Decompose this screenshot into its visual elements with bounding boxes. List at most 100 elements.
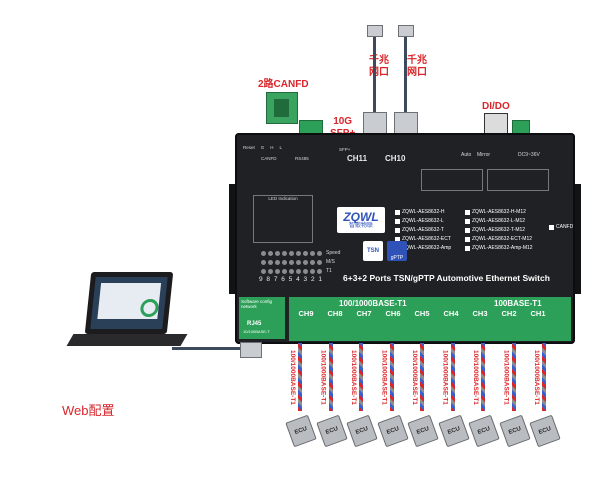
- led-numbers: 9 8 7 6 5 4 3 2 1: [259, 276, 323, 283]
- model-item: ZQWL-AES8632-T-M12: [465, 227, 545, 233]
- dc-label: DC9~36V: [518, 152, 540, 158]
- cable-label: 100/1000BASE-T1: [502, 350, 510, 405]
- brand-text: ZQWL: [343, 209, 379, 224]
- gig-plug-1-top: [367, 25, 383, 37]
- cable-label: 100/1000BASE-T1: [319, 350, 327, 405]
- gig1-line1: 千兆: [369, 55, 389, 66]
- model-item: ZQWL-AES8632-L: [395, 218, 465, 224]
- model-list: ZQWL-AES8632-H ZQWL-AES8632-H-M12 ZQWL-A…: [395, 209, 545, 251]
- led-grid: [261, 251, 324, 274]
- cable-label: 100/1000BASE-T1: [411, 350, 418, 405]
- canfd-option: CANFD: [549, 224, 573, 230]
- model-item: ZQWL-AES8632-ECT: [395, 236, 465, 242]
- ch10-label: CH10: [385, 154, 406, 163]
- gig-callout-2: 千兆 网口: [407, 55, 427, 79]
- brand-logo: ZQWL 智嵌物联: [337, 207, 385, 233]
- canfd-terminal-block: [266, 92, 298, 124]
- model-item: ZQWL-AES8632-H: [395, 209, 465, 215]
- gig-cable-1: [373, 32, 376, 112]
- web-rj45-plug: [240, 342, 262, 358]
- led-table-title: LED Indication: [268, 196, 298, 201]
- ecu-cable: [389, 343, 394, 411]
- ecu-box: ECU: [468, 414, 500, 448]
- canfd-label: CANFD: [261, 156, 277, 161]
- web-config-callout: Web配置: [62, 403, 115, 418]
- cable-label: 100/1000BASE-T1: [289, 350, 296, 405]
- model-item: ZQWL-AES8632-H-M12: [465, 209, 545, 215]
- ecu-box: ECU: [315, 414, 348, 448]
- sfp-label: SFP+: [339, 147, 351, 152]
- left-flange: [229, 184, 237, 294]
- cable-label: 100/1000BASE-T1: [472, 350, 479, 405]
- ecu-cable: [328, 343, 333, 411]
- gptp-badge: gPTP: [387, 241, 407, 261]
- rj45-sub: 10/100BASE-T: [243, 329, 270, 334]
- cable-label: 100/1000BASE-T1: [350, 350, 357, 405]
- ecu-box: ECU: [285, 414, 317, 448]
- ecu-box: ECU: [346, 414, 378, 448]
- ecu-box: ECU: [529, 414, 561, 448]
- rj45-label: RJ45: [247, 321, 262, 327]
- ecu-box: ECU: [498, 414, 531, 448]
- speed-label: Speed: [326, 250, 341, 256]
- gig-plug-1: [363, 112, 387, 134]
- ecu-cable: [298, 343, 302, 411]
- tsn-badge: TSN: [363, 241, 383, 261]
- t1-label: T1: [326, 268, 332, 274]
- laptop-display: [90, 277, 168, 329]
- port-label-ch3: CH3: [472, 309, 488, 318]
- ecu-cable: [420, 343, 424, 411]
- brand-cn-text: 智嵌物联: [348, 222, 373, 229]
- ms-label: M/S: [326, 259, 335, 265]
- port-label-ch5: CH5: [414, 309, 430, 318]
- sfp-callout-line1: 10G: [333, 116, 353, 127]
- ecu-cable: [481, 343, 485, 411]
- gig2-line2: 网口: [407, 67, 427, 78]
- ch11-label: CH11: [347, 154, 368, 163]
- gig2-line1: 千兆: [407, 55, 427, 66]
- port-label-ch4: CH4: [443, 309, 459, 318]
- right-flange: [573, 184, 581, 294]
- ecu-cable: [359, 343, 363, 411]
- model-item: ZQWL-AES8632-T: [395, 227, 465, 233]
- laptop-base: [66, 334, 188, 346]
- cable-label: 100/1000BASE-T1: [441, 350, 449, 405]
- port-label-ch6: CH6: [385, 309, 401, 318]
- ecu-cable: [542, 343, 546, 411]
- ecu-box: ECU: [376, 414, 409, 448]
- gig-plug-2: [394, 112, 418, 134]
- port-label-ch1: CH1: [530, 309, 546, 318]
- mirror-label: Mirror: [477, 152, 491, 158]
- model-item: ZQWL-AES8632-Amp-M12: [465, 245, 545, 251]
- port-strip: 100/1000BASE-T1 100BASE-T1 CH9 CH8 CH7 C…: [289, 297, 571, 341]
- dido-callout: DI/DO: [482, 101, 510, 112]
- ecu-cable: [450, 343, 455, 411]
- ecu-box: ECU: [437, 414, 470, 448]
- cable-label: 100/1000BASE-T1: [533, 350, 540, 405]
- port-label-ch2: CH2: [501, 309, 517, 318]
- port-label-row: CH9 CH8 CH7 CH6 CH5 CH4 CH3 CH2 CH1: [289, 309, 551, 318]
- led-table: LED Indication: [253, 195, 313, 243]
- product-title: 6+3+2 Ports TSN/gPTP Automotive Ethernet…: [343, 273, 550, 283]
- rs485-label: RS485: [295, 156, 309, 161]
- port-label-ch7: CH7: [356, 309, 372, 318]
- web-cable: [172, 347, 240, 350]
- group-right-label: 100BASE-T1: [494, 299, 542, 308]
- gig-cable-2: [404, 32, 407, 112]
- port-label-ch8: CH8: [327, 309, 343, 318]
- canfd-plug: [299, 120, 323, 134]
- gig1-line2: 网口: [369, 67, 389, 78]
- gig-callout-1: 千兆 网口: [369, 55, 389, 79]
- model-item: ZQWL-AES8632-ECT-M12: [465, 236, 545, 242]
- laptop-screen: [84, 272, 174, 334]
- ecu-box: ECU: [407, 414, 439, 448]
- auto-table: [421, 169, 483, 191]
- ecu-cable: [511, 343, 516, 411]
- canfd-callout: 2路CANFD: [258, 79, 309, 90]
- group-left-label: 100/1000BASE-T1: [339, 299, 407, 308]
- model-item: ZQWL-AES8632-L-M12: [465, 218, 545, 224]
